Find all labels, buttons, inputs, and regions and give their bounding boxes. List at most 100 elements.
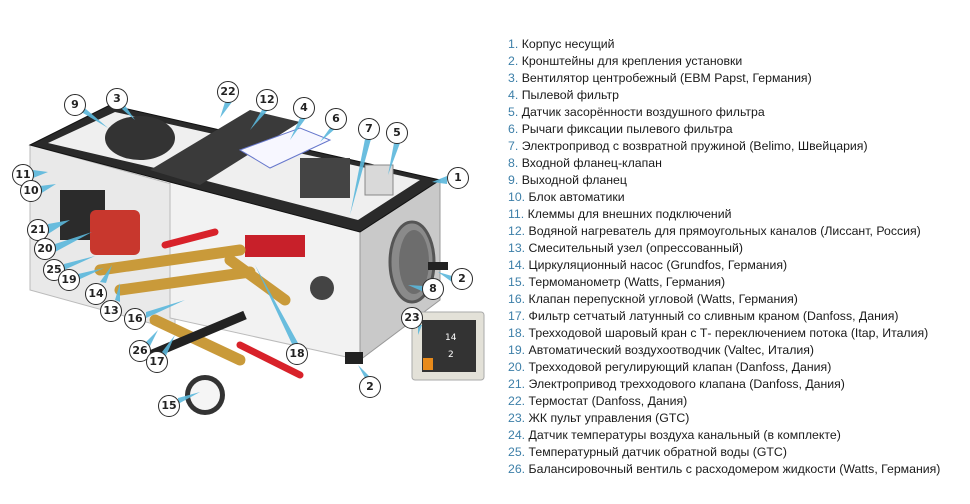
legend-item: 15. Термоманометр (Watts, Германия) bbox=[508, 274, 968, 291]
pump bbox=[90, 210, 140, 255]
legend-number: 26. bbox=[508, 462, 526, 476]
legend-item: 16. Клапан перепускной угловой (Watts, Г… bbox=[508, 291, 968, 308]
legend-item: 12. Водяной нагреватель для прямоугольны… bbox=[508, 223, 968, 240]
legend-text: Датчик засорённости воздушного фильтра bbox=[521, 105, 765, 119]
lcd-value-2: 2 bbox=[448, 350, 454, 360]
legend-item: 18. Трехходовой шаровый кран с Т- перекл… bbox=[508, 325, 968, 342]
legend-number: 23. bbox=[508, 411, 526, 425]
legend-text: Пылевой фильтр bbox=[521, 88, 619, 102]
legend-item: 24. Датчик температуры воздуха канальный… bbox=[508, 427, 968, 444]
fan bbox=[105, 116, 175, 160]
legend-number: 4. bbox=[508, 88, 519, 102]
callout-20: 20 bbox=[34, 238, 56, 260]
legend-text: Автоматический воздухоотводчик (Valtec, … bbox=[528, 343, 814, 357]
legend-item: 17. Фильтр сетчатый латунный со сливным … bbox=[508, 308, 968, 325]
callout-8: 8 bbox=[422, 278, 444, 300]
legend-number: 13. bbox=[508, 241, 526, 255]
callout-18: 18 bbox=[286, 343, 308, 365]
legend-item: 8. Входной фланец-клапан bbox=[508, 155, 968, 172]
callout-15: 15 bbox=[158, 395, 180, 417]
legend-text: Трехходовой шаровый кран с Т- переключен… bbox=[528, 326, 929, 340]
legend-number: 24. bbox=[508, 428, 526, 442]
brass-pipes bbox=[94, 244, 291, 366]
legend-number: 15. bbox=[508, 275, 526, 289]
legend-item: 13. Смесительный узел (опрессованный) bbox=[508, 240, 968, 257]
legend-item: 19. Автоматический воздухоотводчик (Valt… bbox=[508, 342, 968, 359]
flange-inner bbox=[399, 230, 429, 294]
actuator bbox=[300, 158, 350, 198]
legend-text: Блок автоматики bbox=[528, 190, 625, 204]
legend-text: Выходной фланец bbox=[521, 173, 627, 187]
heater bbox=[150, 110, 300, 185]
callout-22: 22 bbox=[217, 81, 239, 103]
legend-item: 22. Термостат (Danfoss, Дания) bbox=[508, 393, 968, 410]
unit-illustration: 14 2 bbox=[28, 98, 485, 415]
pressure-sensor bbox=[364, 164, 394, 196]
legend-item: 10. Блок автоматики bbox=[508, 189, 968, 206]
legend-item: 14. Циркуляционный насос (Grundfos, Герм… bbox=[508, 257, 968, 274]
legend-text: Смесительный узел (опрессованный) bbox=[528, 241, 743, 255]
legend-text: Температурный датчик обратной воды (GTC) bbox=[528, 445, 787, 459]
legend-number: 14. bbox=[508, 258, 526, 272]
legend-number: 21. bbox=[508, 377, 526, 391]
gauge-face bbox=[190, 380, 220, 410]
callout-2-right: 2 bbox=[451, 268, 473, 290]
callout-3: 3 bbox=[106, 88, 128, 110]
legend-text: Термостат (Danfoss, Дания) bbox=[528, 394, 688, 408]
callout-2-bottom: 2 bbox=[359, 376, 381, 398]
callout-26: 26 bbox=[129, 340, 151, 362]
callout-14: 14 bbox=[85, 283, 107, 305]
valve-handle-1 bbox=[161, 228, 219, 249]
legend-item: 20. Трехходовой регулирующий клапан (Dan… bbox=[508, 359, 968, 376]
legend-text: Корпус несущий bbox=[521, 37, 615, 51]
ventilation-unit-figure: 14 2 bbox=[12, 81, 485, 417]
callout-23: 23 bbox=[401, 307, 423, 329]
legend-number: 1. bbox=[508, 37, 519, 51]
legend-item: 3. Вентилятор центробежный (EBM Papst, Г… bbox=[508, 70, 968, 87]
legend-text: Водяной нагреватель для прямоугольных ка… bbox=[528, 224, 921, 238]
lcd-value-1: 14 bbox=[445, 333, 457, 343]
legend-text: Балансировочный вентиль с расходомером ж… bbox=[528, 462, 941, 476]
filter bbox=[238, 127, 332, 169]
legend-item: 26. Балансировочный вентиль с расходомер… bbox=[508, 461, 968, 478]
callout-19: 19 bbox=[58, 269, 80, 291]
legend-item: 1. Корпус несущий bbox=[508, 36, 968, 53]
legend-text: Датчик температуры воздуха канальный (в … bbox=[528, 428, 841, 442]
legend-text: Рычаги фиксации пылевого фильтра bbox=[521, 122, 733, 136]
legend-number: 10. bbox=[508, 190, 526, 204]
legend-number: 6. bbox=[508, 122, 519, 136]
lcd-power-button bbox=[423, 358, 433, 370]
callout-1: 1 bbox=[447, 167, 469, 189]
legend-text: Клеммы для внешних подключений bbox=[527, 207, 732, 221]
legend-number: 22. bbox=[508, 394, 526, 408]
legend-text: Трехходовой регулирующий клапан (Danfoss… bbox=[528, 360, 832, 374]
callout-16: 16 bbox=[124, 308, 146, 330]
component-legend: 1. Корпус несущий 2. Кронштейны для креп… bbox=[508, 36, 968, 478]
legend-text: Клапан перепускной угловой (Watts, Герма… bbox=[528, 292, 798, 306]
front-label bbox=[245, 235, 305, 257]
legend-item: 21. Электропривод трехходового клапана (… bbox=[508, 376, 968, 393]
legend-number: 8. bbox=[508, 156, 519, 170]
legend-number: 16. bbox=[508, 292, 526, 306]
legend-text: Электропривод с возвратной пружиной (Bel… bbox=[521, 139, 868, 153]
legend-number: 5. bbox=[508, 105, 519, 119]
callout-13: 13 bbox=[100, 300, 122, 322]
callout-21: 21 bbox=[27, 219, 49, 241]
legend-number: 9. bbox=[508, 173, 519, 187]
valve-handle-2 bbox=[236, 341, 304, 379]
legend-text: Вентилятор центробежный (EBM Papst, Герм… bbox=[521, 71, 812, 85]
legend-number: 18. bbox=[508, 326, 526, 340]
legend-number: 2. bbox=[508, 54, 519, 68]
legend-item: 23. ЖК пульт управления (GTC) bbox=[508, 410, 968, 427]
legend-item: 5. Датчик засорённости воздушного фильтр… bbox=[508, 104, 968, 121]
legend-item: 2. Кронштейны для крепления установки bbox=[508, 53, 968, 70]
legend-item: 25. Температурный датчик обратной воды (… bbox=[508, 444, 968, 461]
legend-text: Фильтр сетчатый латунный со сливным кран… bbox=[528, 309, 899, 323]
callout-4: 4 bbox=[293, 97, 315, 119]
legend-number: 17. bbox=[508, 309, 526, 323]
callout-17: 17 bbox=[146, 351, 168, 373]
legend-number: 3. bbox=[508, 71, 519, 85]
callout-5: 5 bbox=[386, 122, 408, 144]
side-bracket bbox=[428, 262, 448, 270]
legend-text: ЖК пульт управления (GTC) bbox=[528, 411, 690, 425]
